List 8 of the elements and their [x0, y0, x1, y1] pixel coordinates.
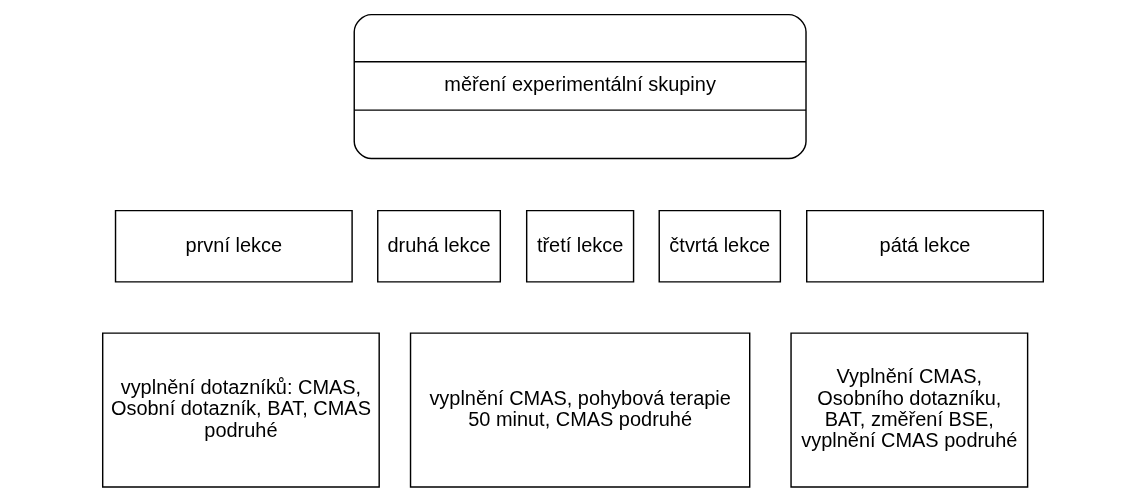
node-box: druhá lekce [376, 209, 501, 283]
node-box: Vyplnění CMAS, Osobního dotazníku, BAT, změření BSE, vyplnění CMAS podruhé [789, 332, 1028, 488]
node-box: třetí lekce [525, 209, 634, 283]
node-box: vyplnění dotazníků: CMAS, Osobní dotazník, BAT, CMAS podruhé [101, 332, 380, 488]
node-box: první lekce [114, 209, 353, 283]
node-box: čtvrtá lekce [658, 209, 781, 283]
node-box: pátá lekce [805, 209, 1044, 283]
node-box: vyplnění CMAS, pohybová terapie 50 minut, CMAS podruhé [409, 332, 750, 488]
